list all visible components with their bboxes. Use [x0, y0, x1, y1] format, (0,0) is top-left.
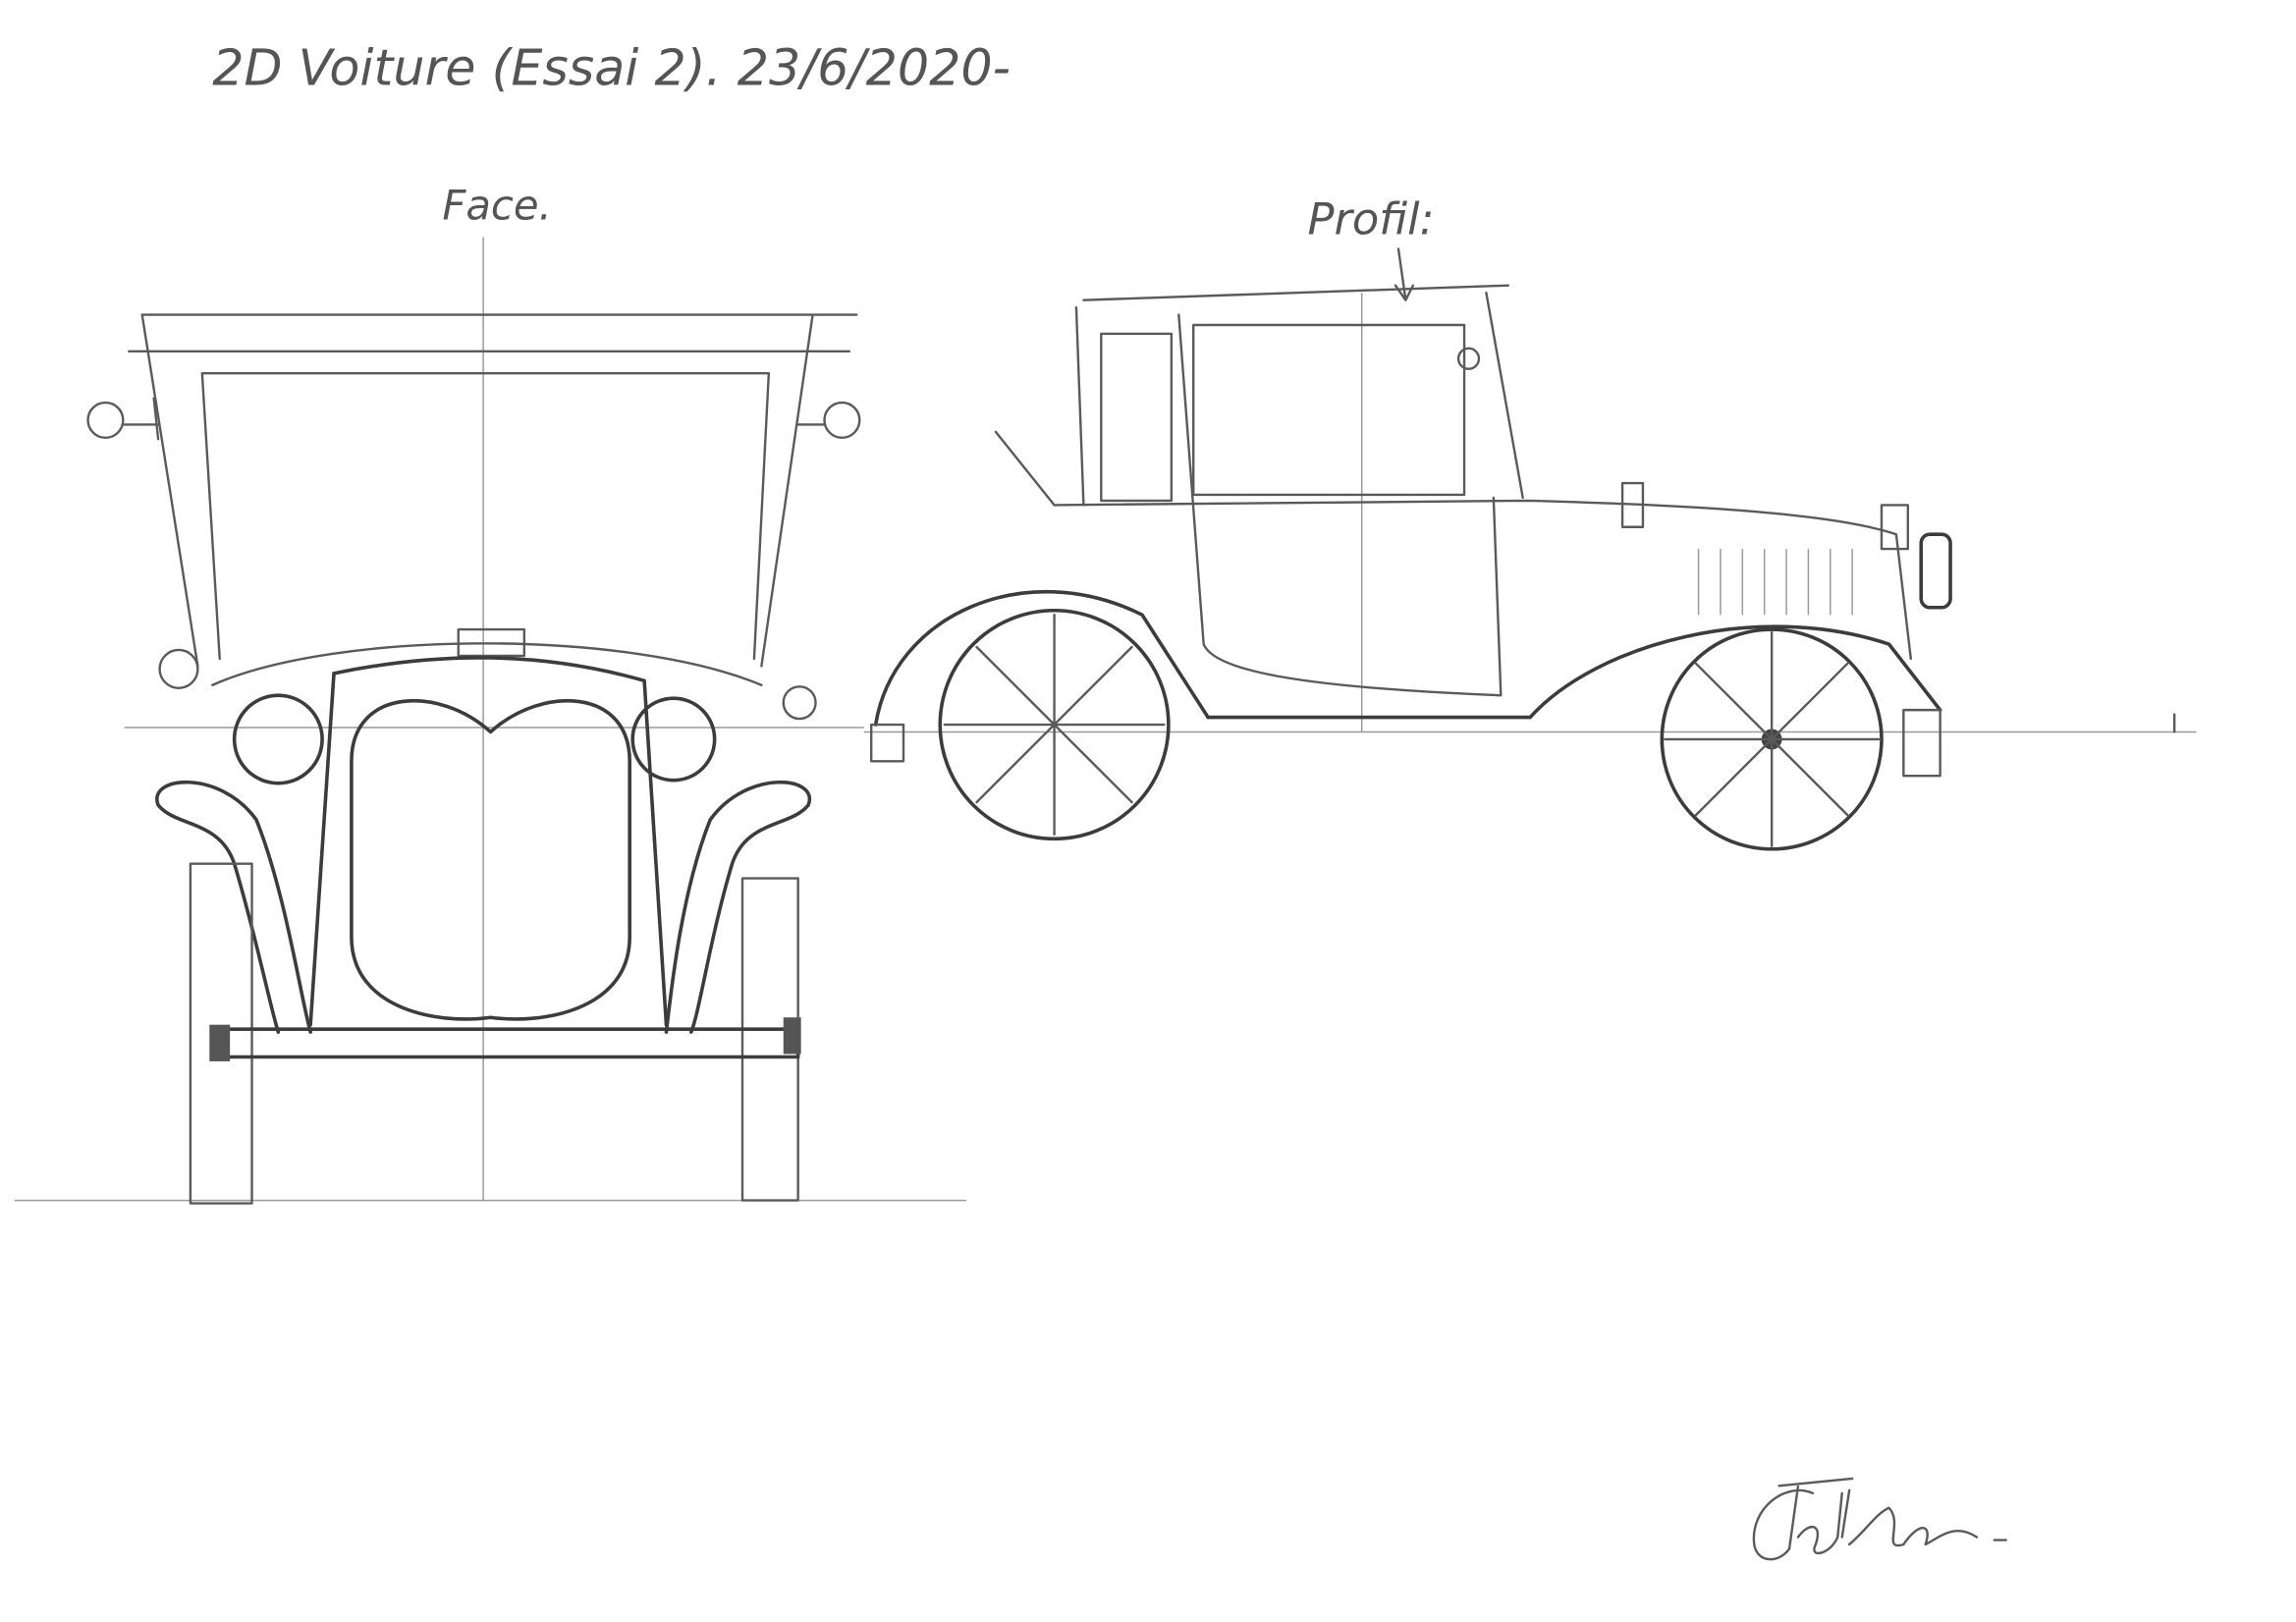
bumper: [210, 1027, 800, 1059]
grille: [350, 698, 631, 1021]
cowl-lamp: [1620, 481, 1645, 528]
front-wheel: [1660, 627, 1884, 851]
radiator-cap-side: [1880, 504, 1910, 551]
side-view-label: Profil:: [1308, 193, 1435, 245]
front-fender: [1528, 624, 1942, 720]
door-window: [1192, 323, 1466, 497]
bumper-end-right: [783, 1017, 801, 1054]
side-lamp-left: [158, 648, 199, 689]
fender-left: [155, 780, 312, 1034]
front-bumper: [1902, 708, 1941, 778]
windshield: [200, 372, 771, 661]
hood-body: [308, 656, 669, 1027]
side-view: Profil:: [863, 193, 2197, 851]
hood-top: [211, 642, 763, 686]
rear-fender: [873, 590, 1210, 727]
arrow-icon: [1394, 247, 1415, 301]
bumper-end-left: [209, 1024, 231, 1061]
crank-lever: [994, 430, 1056, 507]
side-lamp-right: [782, 685, 817, 721]
signature: [1752, 1477, 2007, 1561]
mirror-icon-right: [796, 401, 861, 439]
rear-window: [1100, 332, 1174, 503]
hood-vents: [1697, 549, 1853, 616]
headlight-side: [1919, 532, 1952, 610]
wheel-left: [189, 862, 253, 1205]
sketch-title: 2D Voiture (Essai 2). 23/6/2020-: [212, 38, 1011, 96]
rear-bumper: [870, 723, 905, 763]
mirror-icon-left: [86, 397, 160, 441]
door-handle: [1456, 347, 1481, 370]
rear-wheel: [938, 608, 1171, 841]
door: [1177, 313, 1503, 697]
front-view-label: Face.: [442, 182, 551, 230]
roof: [128, 313, 858, 668]
headlight-left: [232, 693, 324, 785]
front-view: Face.: [14, 182, 967, 1205]
fender-right: [664, 780, 812, 1034]
radiator-cap: [457, 627, 526, 658]
cabin-roof: [1074, 284, 1524, 507]
body-hood: [1053, 499, 1912, 661]
headlight-right: [630, 696, 717, 783]
